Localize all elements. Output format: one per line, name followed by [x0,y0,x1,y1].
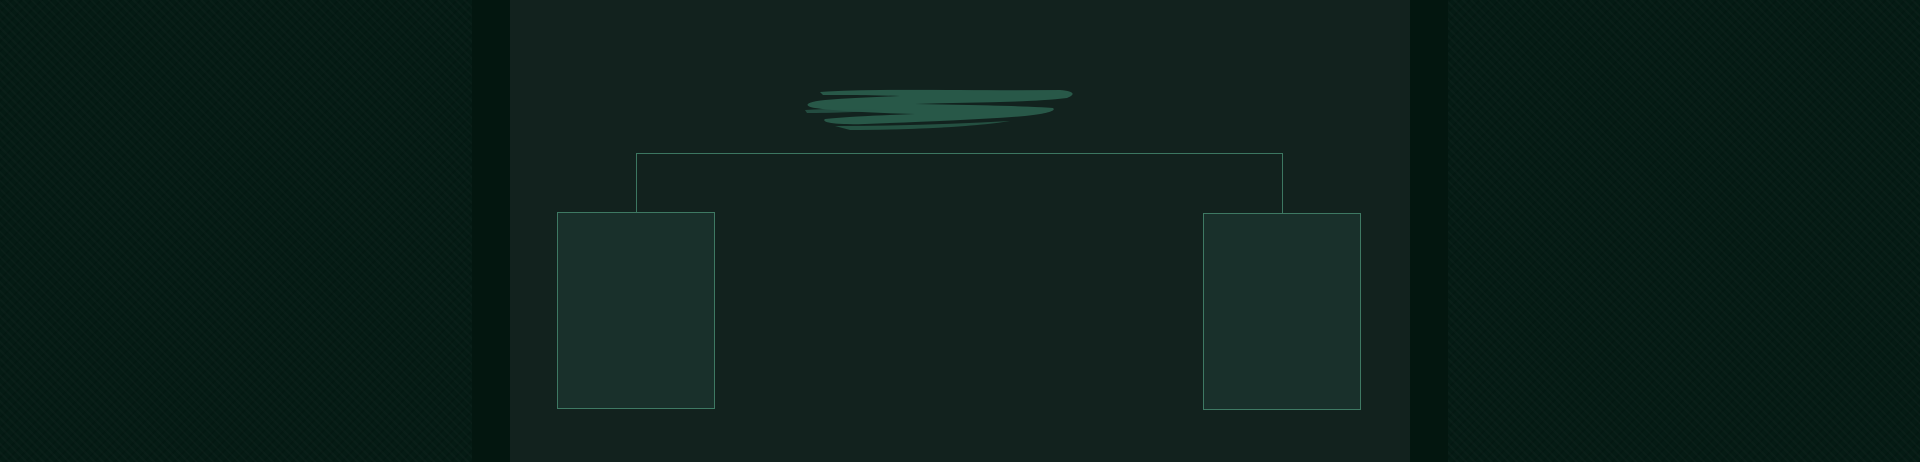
connector-right-drop [1282,153,1283,213]
connector-top-line [636,153,1282,154]
connector-left-drop [636,153,637,212]
left-panel-shadow [472,0,510,462]
left-card [557,212,715,409]
brush-stroke-heading [805,89,1073,130]
left-textured-backdrop [0,0,472,462]
right-panel-shadow [1410,0,1448,462]
right-textured-backdrop [1448,0,1920,462]
right-card [1203,213,1361,410]
